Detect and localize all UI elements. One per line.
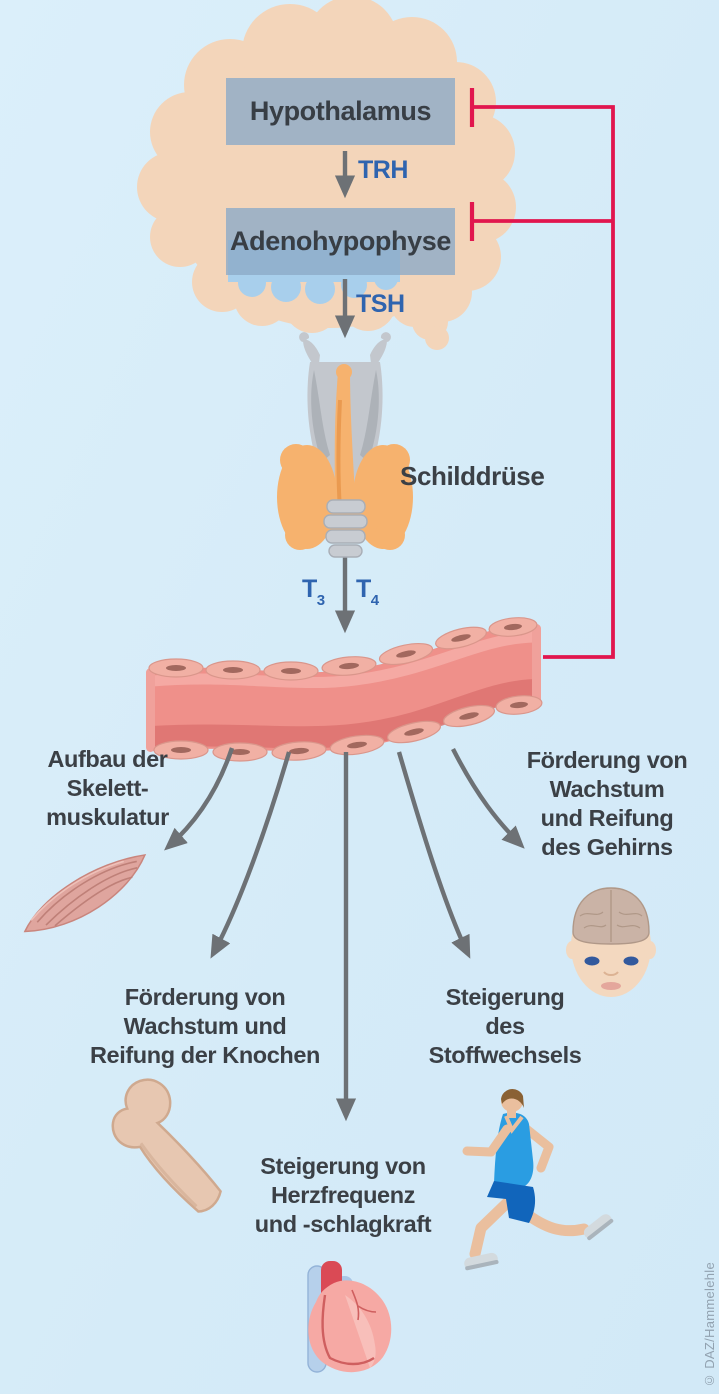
effect-label-brain-growth: Förderung von Wachstum und Reifung des G…	[526, 747, 688, 861]
trh-label: TRH	[358, 156, 408, 184]
arrow-to-bone	[210, 751, 292, 959]
heart-icon	[307, 1261, 392, 1373]
bone-icon	[111, 1078, 222, 1213]
feedback-loop-line	[469, 88, 615, 659]
blood-vessel-illustration	[146, 617, 543, 762]
adenohypophyse-label: Adenohypophyse	[230, 226, 451, 256]
t4-label: T4	[356, 575, 379, 609]
runner-icon	[462, 1088, 614, 1271]
arrow-to-metabolism	[396, 751, 471, 959]
tsh-label: TSH	[356, 290, 405, 318]
baby-head-icon	[566, 887, 656, 997]
effect-label-muscle: Aufbau der Skelett- muskulatur	[46, 746, 169, 831]
effect-arrows	[164, 747, 525, 1122]
arrow-to-brain-growth	[451, 747, 525, 849]
thyroid-gland-illustration	[277, 332, 413, 558]
effect-label-metabolism: Steigerung des Stoffwechsels	[428, 984, 582, 1069]
hypothalamus-node: Hypothalamus	[226, 78, 455, 145]
arrow-to-muscle	[164, 747, 235, 851]
effect-label-heart: Steigerung von Herzfrequenz und -schlagk…	[254, 1153, 432, 1238]
adenohypophyse-node: Adenohypophyse	[226, 208, 455, 275]
t3-label: T3	[302, 575, 325, 609]
muscle-icon	[23, 854, 147, 933]
hypothalamus-label: Hypothalamus	[249, 96, 432, 126]
image-credit: © DAZ/Hammelehle	[702, 1262, 717, 1388]
effect-label-bone: Förderung von Wachstum und Reifung der K…	[89, 984, 321, 1069]
schilddruese-label: Schilddrüse	[400, 461, 545, 491]
